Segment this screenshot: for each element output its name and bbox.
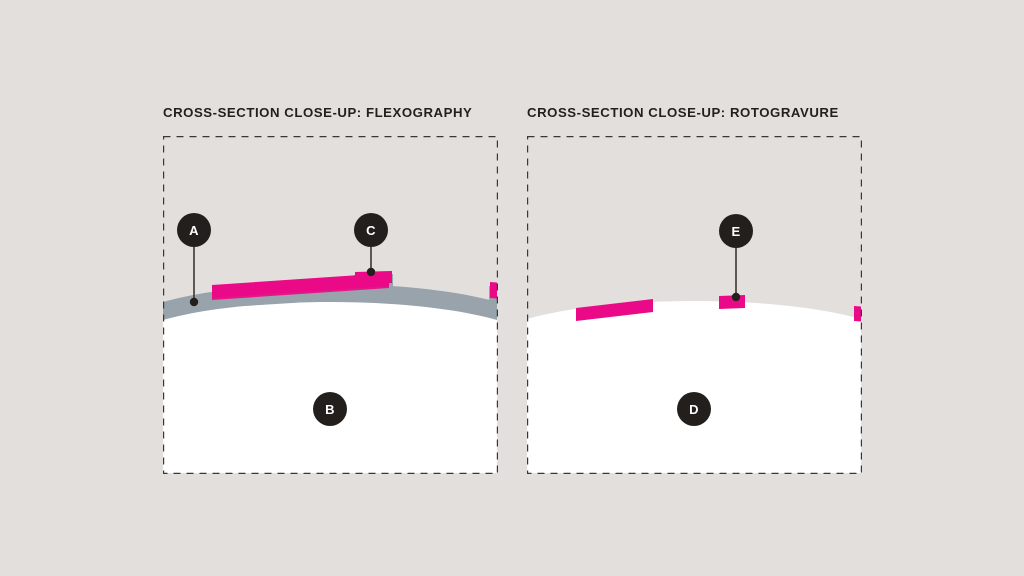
panel-title-rotogravure: CROSS-SECTION CLOSE-UP: ROTOGRAVURE	[527, 105, 839, 120]
ink-dot-edge	[490, 282, 497, 299]
ink-halo-wide	[212, 282, 389, 300]
rotogravure-cross-section-svg	[527, 136, 862, 474]
frame-rotogravure	[527, 136, 862, 474]
ink-band-wide	[576, 299, 653, 321]
ink-dot-center	[719, 295, 745, 309]
figure-flexography	[163, 136, 498, 474]
frame-flexography	[163, 136, 498, 474]
substrate-rotogravure	[527, 301, 861, 473]
flexography-cross-section-svg	[163, 136, 498, 474]
substrate-flexography	[163, 300, 497, 473]
panel-title-flexography: CROSS-SECTION CLOSE-UP: FLEXOGRAPHY	[163, 105, 473, 120]
ink-dot-edge	[854, 306, 861, 322]
ink-dot-center	[355, 271, 392, 284]
figure-rotogravure	[527, 136, 862, 474]
